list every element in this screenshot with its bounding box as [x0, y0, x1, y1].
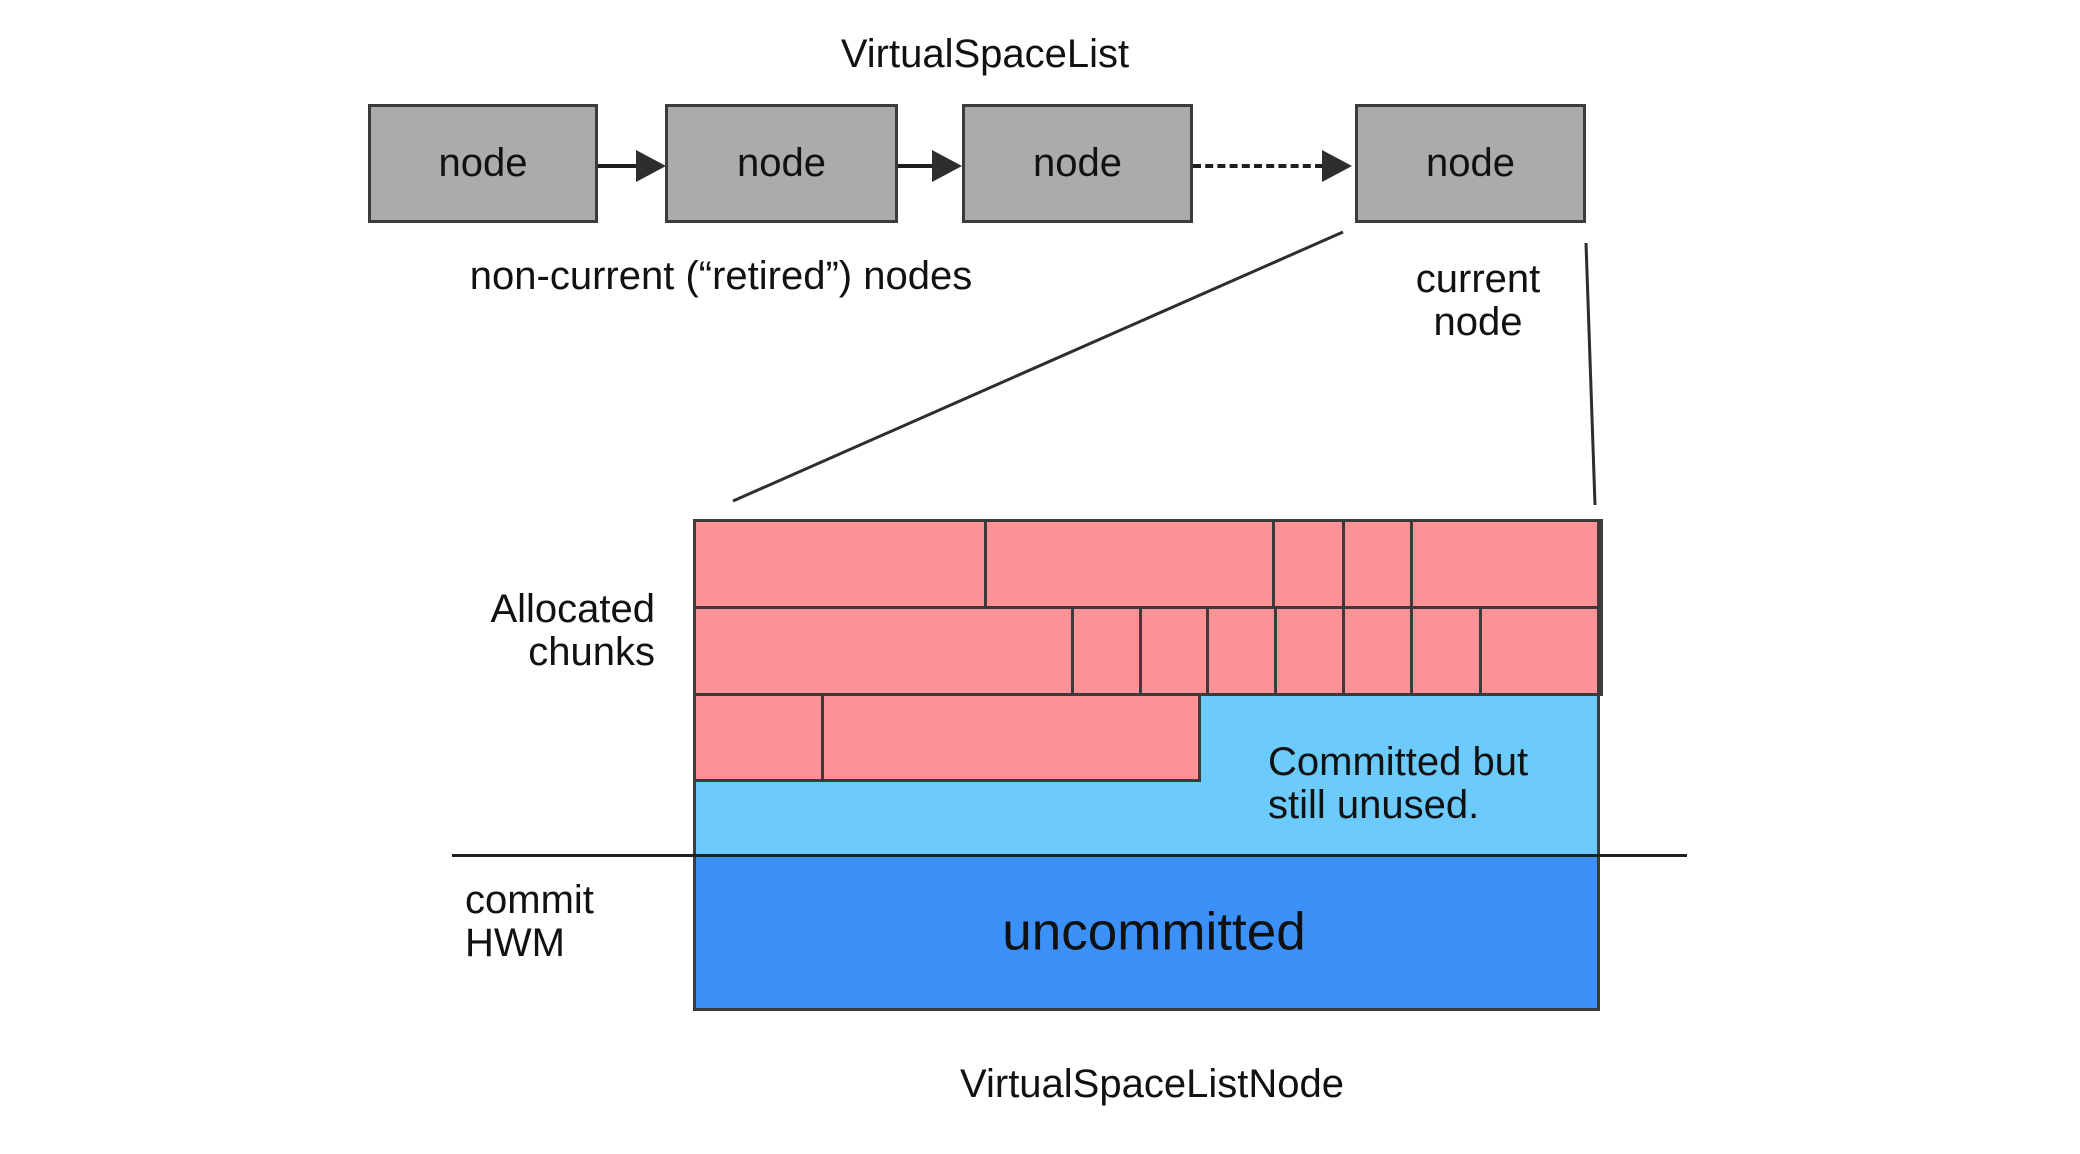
node-box-3: node — [962, 104, 1193, 223]
current-node-label-line2: node — [1433, 300, 1523, 344]
arrow-line — [598, 164, 638, 168]
hwm-label-line1: commit — [465, 878, 594, 922]
allocated-chunk — [1342, 519, 1413, 609]
allocated-chunk — [1071, 606, 1142, 696]
allocated-chunk — [1479, 606, 1603, 696]
allocated-chunk — [693, 519, 987, 609]
node-label: node — [737, 141, 826, 185]
allocated-chunk — [821, 693, 1201, 782]
committed-label-line2: still unused. — [1268, 783, 1480, 827]
allocated-label-line2: chunks — [528, 630, 655, 674]
arrow-line — [898, 164, 935, 168]
arrow-head-icon — [1322, 150, 1352, 182]
allocated-chunk — [1206, 606, 1277, 696]
node-box-2: node — [665, 104, 898, 223]
hwm-label-line2: HWM — [465, 921, 565, 965]
allocated-chunk — [1139, 606, 1209, 696]
virtualspacelist-title: VirtualSpaceList — [840, 32, 1130, 76]
allocated-chunk — [1274, 606, 1345, 696]
allocated-chunk — [1410, 519, 1603, 609]
allocated-label-line1: Allocated — [490, 587, 655, 631]
node-label: node — [1426, 141, 1515, 185]
allocated-chunk — [1342, 606, 1413, 696]
node-label: node — [438, 141, 528, 185]
allocated-chunk — [1410, 606, 1482, 696]
allocated-chunk — [984, 519, 1275, 609]
node-box-1: node — [368, 104, 598, 223]
uncommitted-label: uncommitted — [1002, 902, 1306, 962]
allocated-chunk — [1272, 519, 1345, 609]
committed-label-line1: Committed but — [1268, 740, 1529, 784]
node-label: node — [1033, 141, 1122, 185]
retired-nodes-label: non-current (“retired”) nodes — [469, 254, 973, 298]
dotted-arrow-line — [1193, 164, 1323, 168]
arrow-head-icon — [636, 150, 666, 182]
node-box-current: node — [1355, 104, 1586, 223]
commit-hwm-line — [452, 854, 1687, 857]
virtualspacelistnode-title: VirtualSpaceListNode — [960, 1062, 1344, 1106]
arrow-head-icon — [932, 150, 962, 182]
current-node-label-line1: current — [1415, 257, 1541, 301]
uncommitted-region — [693, 856, 1600, 1011]
allocated-chunk — [693, 606, 1074, 696]
allocated-chunk — [693, 693, 824, 782]
